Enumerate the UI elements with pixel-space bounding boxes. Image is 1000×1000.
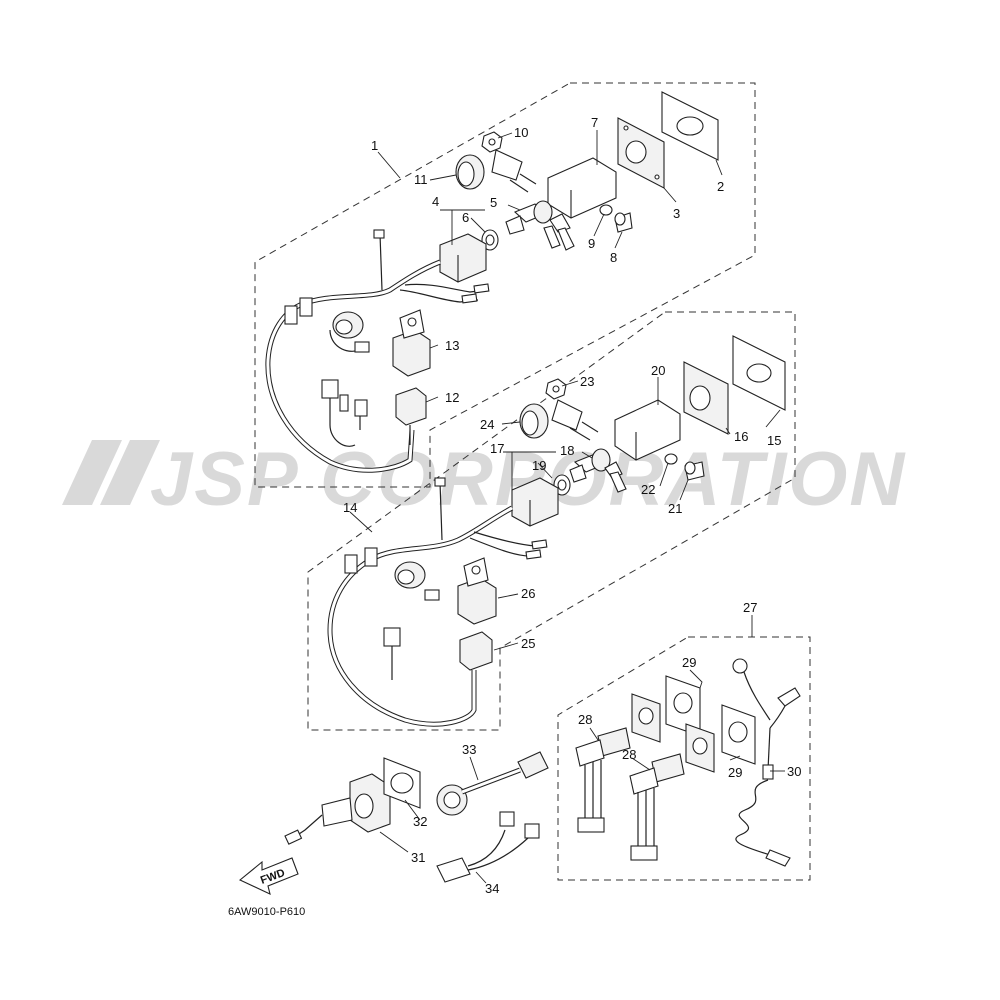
callout-10: 10 <box>514 125 528 140</box>
callout-8: 8 <box>610 250 617 265</box>
key-switch-18 <box>569 448 627 493</box>
assembly-1 <box>265 91 719 473</box>
buzzer-24 <box>519 399 599 441</box>
callout-13: 13 <box>445 338 459 353</box>
callout-11: 11 <box>414 172 428 187</box>
callout-4: 4 <box>432 194 439 209</box>
switch-body-17 <box>511 477 559 527</box>
callout-21: 21 <box>668 501 682 516</box>
callout-19: 19 <box>532 458 546 473</box>
callout-32: 32 <box>413 814 427 829</box>
stop-switch-28-upper <box>575 727 631 833</box>
lanyard-30 <box>732 658 801 867</box>
lead-wire-34 <box>436 811 540 883</box>
nut-23 <box>545 378 567 400</box>
group-outline-14 <box>307 311 796 731</box>
callout-2: 2 <box>717 179 724 194</box>
callout-14: 14 <box>343 500 357 515</box>
assembly-14 <box>327 335 786 727</box>
callout-28-upper: 28 <box>578 712 592 727</box>
diagram-code: 6AW9010-P610 <box>228 906 305 918</box>
callout-6: 6 <box>462 210 469 225</box>
relay-13 <box>392 309 431 377</box>
callout-33: 33 <box>462 742 476 757</box>
assembly-27 <box>575 658 801 867</box>
callout-28-lower: 28 <box>622 747 636 762</box>
callout-15: 15 <box>767 433 781 448</box>
callout-29-upper: 29 <box>682 655 696 670</box>
callout-26: 26 <box>521 586 535 601</box>
callout-17: 17 <box>490 441 504 456</box>
callout-23: 23 <box>580 374 594 389</box>
key-switch-5 <box>505 200 575 251</box>
buzzer-11 <box>455 149 537 193</box>
group-outline-1 <box>254 82 756 488</box>
washer-9 <box>599 204 613 216</box>
callout-27: 27 <box>743 600 757 615</box>
callout-20: 20 <box>651 363 665 378</box>
washer-22 <box>664 453 678 465</box>
gasket-2 <box>661 91 719 161</box>
watermark-logo: JSP CORPORATION <box>62 437 904 522</box>
callout-31: 31 <box>411 850 425 865</box>
callout-25: 25 <box>521 636 535 651</box>
callout-12: 12 <box>445 390 459 405</box>
callout-18: 18 <box>560 443 574 458</box>
nut-10 <box>481 131 503 153</box>
callout-3: 3 <box>673 206 680 221</box>
callout-24: 24 <box>480 417 494 432</box>
holder-lower <box>685 723 715 773</box>
callout-1: 1 <box>371 138 378 153</box>
gasket-15 <box>732 335 786 411</box>
callout-30: 30 <box>787 764 801 779</box>
wire-harness-1 <box>265 229 490 473</box>
callout-34: 34 <box>485 881 499 896</box>
callout-labels: 1 2 3 4 5 6 7 8 9 10 11 12 13 14 15 16 1… <box>228 115 801 918</box>
switch-assembly-31 <box>284 773 391 845</box>
stop-switch-28-lower <box>629 753 685 861</box>
bolt-8 <box>614 212 633 233</box>
holder-upper <box>631 693 661 743</box>
relay-26 <box>457 557 497 625</box>
plate-29-lower <box>721 704 756 765</box>
group-outline-27 <box>557 636 811 881</box>
switch-body-4 <box>439 233 487 283</box>
bolt-21 <box>684 461 705 481</box>
callout-22: 22 <box>641 482 655 497</box>
plate-29-upper <box>665 675 701 737</box>
wire-harness-14 <box>327 477 548 727</box>
lead-wire-33 <box>436 751 549 816</box>
callout-29-lower: 29 <box>728 765 742 780</box>
callout-9: 9 <box>588 236 595 251</box>
leader-lines <box>349 130 785 884</box>
cover-32 <box>383 757 421 809</box>
fwd-arrow: FWD <box>238 857 299 895</box>
callout-5: 5 <box>490 195 497 210</box>
coupler-25 <box>459 631 493 671</box>
callout-7: 7 <box>591 115 598 130</box>
plate-16 <box>683 361 729 435</box>
plate-3 <box>617 117 665 189</box>
callout-16: 16 <box>734 429 748 444</box>
coupler-12 <box>395 387 427 445</box>
